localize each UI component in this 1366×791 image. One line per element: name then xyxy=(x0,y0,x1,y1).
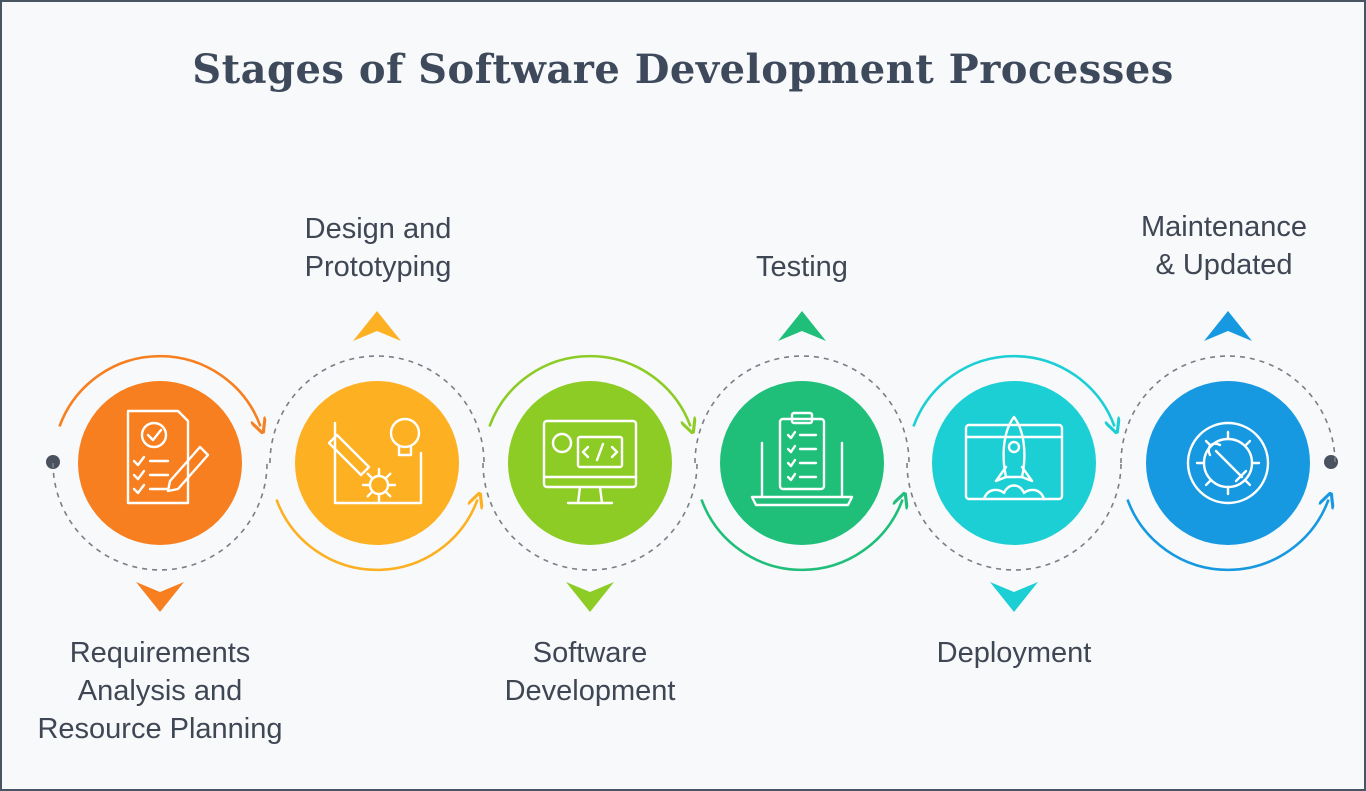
stage-label-design: Design and Prototyping xyxy=(304,213,452,283)
flow-arrow-arc xyxy=(700,500,903,572)
dashed-ring xyxy=(694,355,910,464)
stage-label-development: Software Development xyxy=(504,637,676,707)
direction-markers xyxy=(136,311,1252,612)
flow-arrow-arc xyxy=(58,354,261,426)
code-monitor-icon xyxy=(542,419,638,505)
gear-wrench-icon xyxy=(1186,421,1270,505)
stage-label-maintenance: Maintenance & Updated xyxy=(1140,211,1308,281)
flow-arrow-arc xyxy=(1126,500,1329,572)
connectors xyxy=(46,354,1338,572)
page-title: Stages of Software Development Processes xyxy=(192,46,1174,93)
stage-circle xyxy=(932,381,1096,545)
up-chevron-icon xyxy=(778,311,826,341)
stage-icons xyxy=(126,409,1270,507)
dashed-ring xyxy=(269,355,485,464)
flow-arrow-arc xyxy=(275,500,478,572)
stage-label-requirements: Requirements Analysis and Resource Plann… xyxy=(37,637,283,745)
down-chevron-icon xyxy=(990,582,1038,612)
up-chevron-icon xyxy=(353,311,401,341)
stage-label-testing: Testing xyxy=(756,251,848,283)
flow-arrow-arc xyxy=(488,354,691,426)
dashed-ring xyxy=(482,462,698,571)
stage-circle xyxy=(78,381,242,545)
stage-circle xyxy=(295,381,459,545)
down-chevron-icon xyxy=(566,582,614,612)
start-dot xyxy=(46,455,60,469)
stage-label-deployment: Deployment xyxy=(936,637,1092,669)
flow-arrow-arc xyxy=(912,354,1115,426)
design-blueprint-icon xyxy=(327,417,423,505)
checklist-pencil-icon xyxy=(126,409,210,505)
dashed-ring xyxy=(906,462,1122,571)
end-dot xyxy=(1324,455,1338,469)
rocket-launch-icon xyxy=(964,415,1064,501)
stage-circle xyxy=(508,381,672,545)
dashed-ring xyxy=(52,462,268,571)
up-chevron-icon xyxy=(1204,311,1252,341)
stage-circles xyxy=(78,381,1310,545)
clipboard-laptop-icon xyxy=(750,411,854,507)
down-chevron-icon xyxy=(136,582,184,612)
dashed-ring xyxy=(1120,355,1336,464)
